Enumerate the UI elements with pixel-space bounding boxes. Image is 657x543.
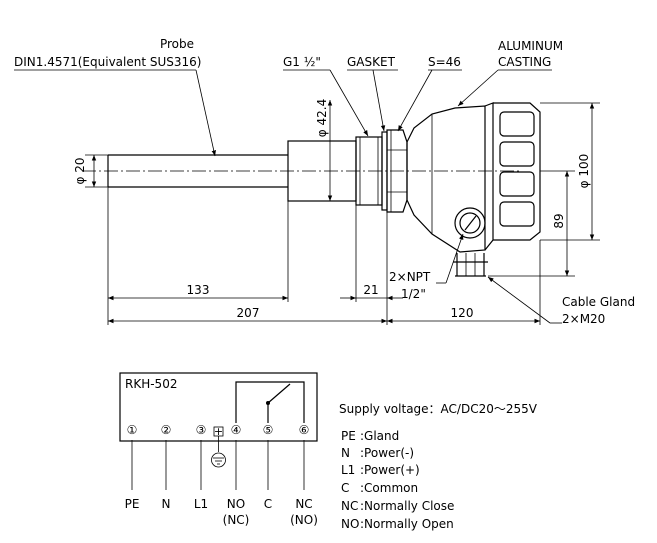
dim-89: 89 — [552, 213, 566, 228]
model-label: RKH-502 — [125, 377, 177, 391]
probe-rod — [107, 154, 288, 188]
label-npt-a: 2×NPT — [389, 270, 431, 284]
dim-207: 207 — [237, 306, 260, 320]
legend-code-nc: NC — [341, 499, 358, 513]
terminal-label-c: C — [264, 497, 272, 511]
terminal-label-nc: NC — [295, 497, 312, 511]
svg-text:+: + — [214, 425, 223, 438]
terminal-6: ⑥ — [299, 423, 310, 437]
terminal-4: ④ — [231, 423, 242, 437]
label-g-thread: G1 ½" — [283, 55, 321, 69]
label-aluminum: ALUMINUM — [498, 39, 563, 53]
dim-phi424: φ 42.4 — [315, 99, 329, 137]
label-cable-gland: Cable Gland — [562, 295, 635, 309]
dim-phi100: φ 100 — [577, 154, 591, 189]
legend-desc-l1: :Power(+) — [360, 463, 420, 477]
dim-phi20: φ 20 — [73, 158, 87, 185]
label-m20: 2×M20 — [562, 312, 605, 326]
label-npt-b: 1/2" — [401, 287, 426, 301]
label-s46: S=46 — [428, 55, 461, 69]
ground-icon — [211, 452, 226, 468]
sensor-elevation: φ 20 φ 42.4 φ 100 89 133 21 207 12 — [14, 37, 635, 326]
terminal-label-pe: PE — [125, 497, 140, 511]
terminal-sub-4: (NC) — [223, 513, 250, 527]
label-casting: CASTING — [498, 55, 551, 69]
label-material: DIN1.4571(Equivalent SUS316) — [14, 55, 201, 69]
label-gasket: GASKET — [347, 55, 396, 69]
dim-120: 120 — [451, 306, 474, 320]
legend-desc-no: :Normally Open — [360, 517, 454, 531]
terminal-sub-6: (NO) — [290, 513, 318, 527]
legend-desc-c: :Common — [360, 481, 418, 495]
terminal-3: ③ — [196, 423, 207, 437]
supply-voltage: Supply voltage：AC/DC20～255V — [339, 402, 538, 416]
terminal-label-no: NO — [227, 497, 245, 511]
legend-code-no: NO — [341, 517, 359, 531]
cable-gland — [453, 253, 488, 277]
dim-21: 21 — [363, 283, 378, 297]
dim-133: 133 — [187, 283, 210, 297]
terminal-label-n: N — [162, 497, 171, 511]
relay-wiring — [235, 381, 305, 423]
conduit-entry — [454, 207, 486, 239]
housing-lid-edge — [484, 102, 494, 251]
housing — [406, 105, 486, 253]
legend-desc-pe: :Gland — [360, 429, 399, 443]
legend-desc-nc: :Normally Close — [360, 499, 454, 513]
legend-code-n: N — [341, 446, 350, 460]
label-probe: Probe — [160, 37, 194, 51]
wiring-diagram: RKH-502 + ① ② ③ ④ ⑤ ⑥ PE N L1 NO C NC — [119, 372, 538, 531]
terminal-5: ⑤ — [263, 423, 274, 437]
terminal-1: ① — [127, 423, 138, 437]
legend-code-pe: PE — [341, 429, 356, 443]
legend-desc-n: :Power(-) — [360, 446, 414, 460]
legend-code-l1: L1 — [341, 463, 355, 477]
legend-code-c: C — [341, 481, 349, 495]
terminal-label-l1: L1 — [194, 497, 208, 511]
aluminum-cap — [493, 102, 541, 241]
terminal-2: ② — [161, 423, 172, 437]
